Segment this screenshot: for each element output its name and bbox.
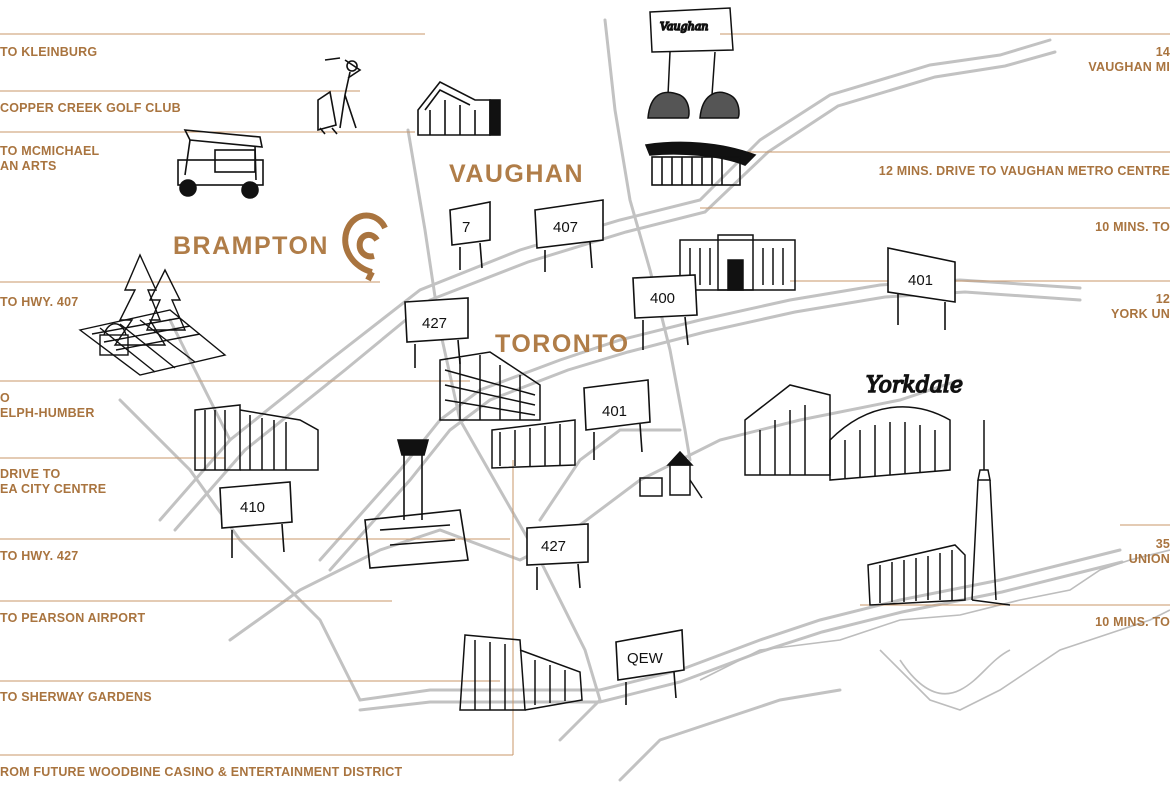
label-city-centre: DRIVE TO EA CITY CENTRE [0,467,106,497]
leader-lines [0,33,1170,756]
yorkdale-logo-text: Yorkdale [866,373,963,398]
label-city-centre-line2: EA CITY CENTRE [0,482,107,496]
qew-sign: QEW [615,629,685,705]
hwy-401-top-sign: 401 [887,247,956,330]
label-vaughan-mills-line1: 14 [1155,45,1170,59]
label-hwy427: TO HWY. 427 [0,549,79,563]
city-toronto: TORONTO [495,330,630,358]
hwy-427-bottom-sign: 427 [526,523,589,590]
label-vaughan-mills: 14 VAUGHAN MI [1088,45,1170,75]
building-icon [679,234,796,291]
label-guelph-line2: ELPH-HUMBER [0,406,95,420]
lakeshore [699,549,1170,711]
label-mcmichael-line2: AN ARTS [0,159,57,173]
city-vaughan: VAUGHAN [449,160,585,188]
brand-logo-icon [342,212,388,282]
barn-icon [417,80,501,136]
roads [118,18,1124,782]
label-woodbine: ROM FUTURE WOODBINE CASINO & ENTERTAINME… [0,765,403,779]
label-sherway: TO SHERWAY GARDENS [0,690,152,704]
airport-tower-icon [364,439,469,569]
label-union-line2: UNION [1128,552,1170,566]
sherway-mall-icon [459,634,583,711]
hwy-401-top-text: 401 [908,272,933,289]
hwy-407-text: 407 [553,219,578,236]
label-ten-mins-a: 10 MINS. TO [1095,220,1170,234]
hwy-427-bottom-text: 427 [541,538,566,555]
hwy-410-sign: 410 [219,481,293,558]
hwy-7-sign: 7 [449,201,491,270]
cn-tower-icon [971,420,1011,606]
playground-icon [639,450,703,499]
hwy-427-top-text: 427 [422,315,447,332]
highway-signs: 7 407 400 401 427 401 [219,199,956,705]
office-icon [439,351,576,469]
hwy-410-text: 410 [240,499,265,516]
hwy-401-mid-sign: 401 [583,379,651,460]
hwy-401-mid-text: 401 [602,403,627,420]
trees-picnic-icon [78,253,227,376]
label-mcmichael-line1: TO MCMICHAEL [0,144,100,158]
label-city-centre-line1: DRIVE TO [0,467,61,481]
hwy-400-text: 400 [650,290,675,307]
hwy-407-sign: 407 [534,199,604,272]
label-york-line1: 12 [1155,292,1170,306]
label-vaughan-mills-line2: VAUGHAN MI [1088,60,1170,74]
label-hwy407: TO HWY. 407 [0,295,79,309]
label-union-line1: 35 [1155,537,1170,551]
label-union: 35 UNION [1129,537,1170,567]
golf-cart-icon [177,129,264,199]
label-guelph-line1: O [0,391,10,405]
qew-text: QEW [627,650,664,667]
label-mcmichael: TO MCMICHAEL AN ARTS [0,144,99,174]
label-copper-creek: COPPER CREEK GOLF CLUB [0,101,181,115]
golfer-icon [317,57,362,135]
hwy-400-sign: 400 [632,274,698,350]
label-vmc: 12 MINS. DRIVE TO VAUGHAN METRO CENTRE [878,164,1170,178]
union-station-icon [867,544,966,606]
vaughan-sign-icon: Vaughan [647,7,740,119]
label-york-line2: YORK UN [1110,307,1170,321]
label-guelph: O ELPH-HUMBER [0,391,95,421]
city-brampton: BRAMPTON [173,232,329,260]
label-kleinburg: TO KLEINBURG [0,45,98,59]
yorkdale-mall-icon: Yorkdale [744,372,964,481]
hwy-427-top-sign: 427 [404,297,469,368]
vmc-station-icon [644,141,757,186]
hwy-7-text: 7 [462,219,470,236]
vaughan-sign-text: Vaughan [660,20,708,33]
label-york: 12 YORK UN [1111,292,1170,322]
label-pearson: TO PEARSON AIRPORT [0,611,146,625]
label-ten-mins-b: 10 MINS. TO [1095,615,1170,629]
brampton-building-icon [194,404,319,471]
